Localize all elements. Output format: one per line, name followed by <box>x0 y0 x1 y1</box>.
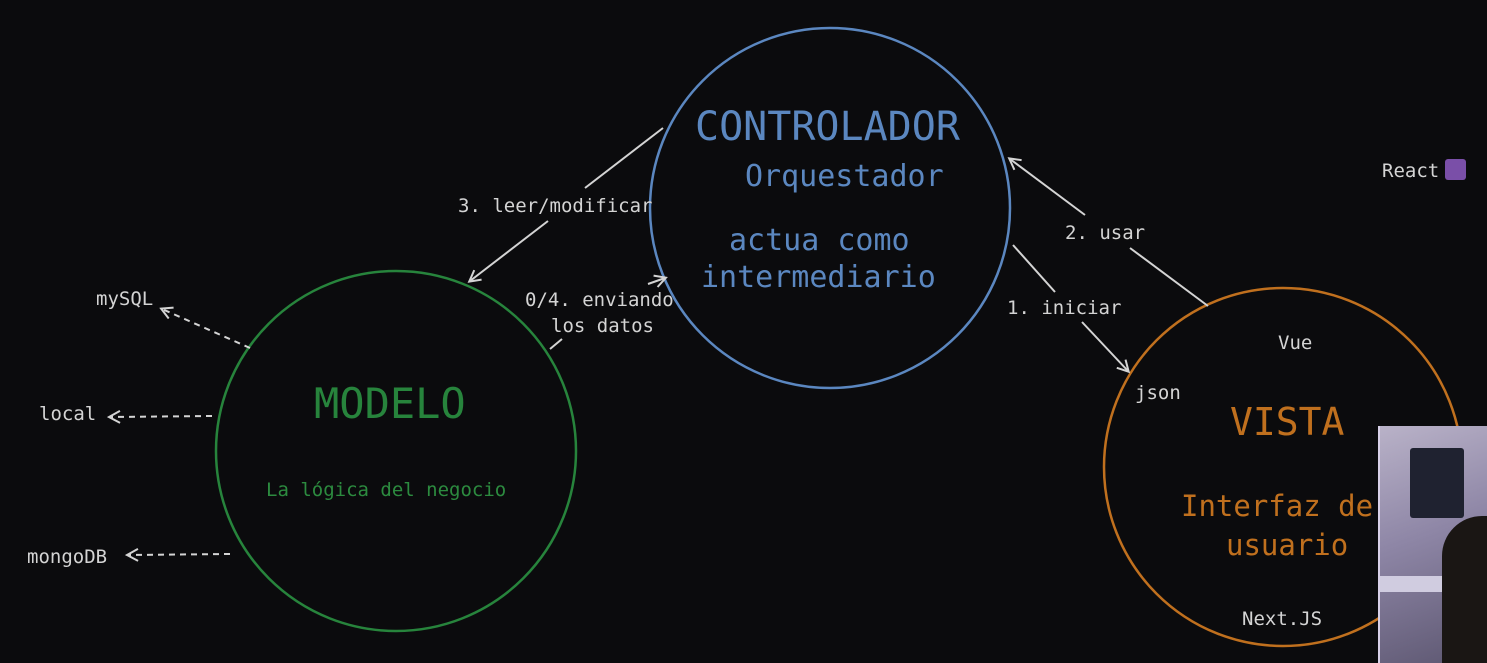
vista-desc-line1: Interfaz de <box>1181 489 1374 523</box>
arrow-usar-start <box>1129 247 1209 307</box>
json-label: json <box>1135 382 1181 404</box>
controlador-circle <box>648 26 1012 390</box>
react-label-text: React <box>1382 160 1440 182</box>
mongodb-label: mongoDB <box>27 546 108 568</box>
arrow-mongodb <box>128 554 231 555</box>
vista-title: VISTA <box>1230 400 1345 444</box>
vista-desc-line2: usuario <box>1226 528 1349 562</box>
arrow-iniciar-start <box>1012 244 1056 293</box>
edge-iniciar-label: 1. iniciar <box>1007 297 1122 319</box>
webcam-person <box>1442 516 1487 663</box>
modelo-title: MODELO <box>314 379 466 428</box>
webcam-background-panel <box>1410 448 1464 518</box>
mysql-label: mySQL <box>96 288 154 310</box>
edge-usar-label: 2. usar <box>1065 222 1146 244</box>
modelo-desc: La lógica del negocio <box>266 479 507 501</box>
vue-label: Vue <box>1278 332 1313 354</box>
controlador-desc-line2: intermediario <box>701 260 936 295</box>
arrow-iniciar <box>1081 321 1128 371</box>
react-icon <box>1445 159 1467 180</box>
edge-enviando-line1: 0/4. enviando <box>525 289 674 311</box>
arrow-enviando <box>647 278 665 284</box>
react-label: React <box>1382 159 1467 182</box>
local-label: local <box>39 403 97 425</box>
arrow-usar <box>1010 159 1086 216</box>
edge-enviando-line2: los datos <box>551 315 654 337</box>
arrow-mysql <box>162 309 251 349</box>
controlador-subtitle: Orquestador <box>745 159 944 194</box>
webcam-overlay <box>1378 426 1487 663</box>
controlador-desc-line1: actua como <box>729 223 910 258</box>
arrow-enviando-start <box>549 338 563 350</box>
nextjs-label: Next.JS <box>1242 608 1323 630</box>
arrow-leer <box>470 220 549 281</box>
edge-leer-label: 3. leer/modificar <box>458 195 653 217</box>
arrow-local <box>110 416 213 417</box>
modelo-circle <box>214 269 578 633</box>
arrow-leer-start <box>584 127 664 189</box>
controlador-title: CONTROLADOR <box>695 104 960 150</box>
